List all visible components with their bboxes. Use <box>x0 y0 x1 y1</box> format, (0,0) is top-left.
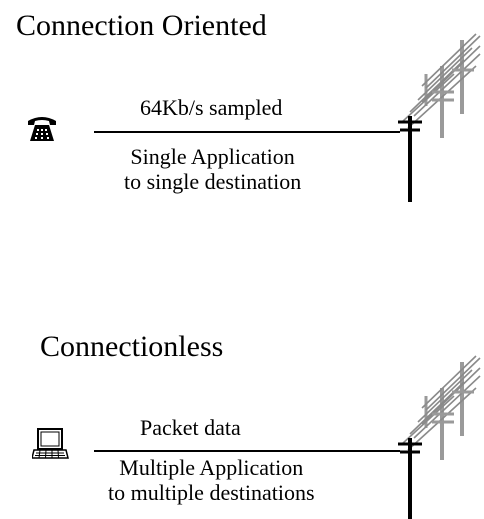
connectionless-heading: Connectionless <box>40 330 224 363</box>
telephone-pole-icon <box>398 33 481 202</box>
computer-icon <box>32 428 69 459</box>
packet-label: Packet data <box>140 415 241 440</box>
connectionless-line <box>94 450 400 452</box>
connection-line <box>94 131 400 133</box>
connectionless-description-line-1: Multiple Application <box>119 455 304 480</box>
connectionless-description: Multiple Application to multiple destina… <box>108 455 315 505</box>
description-line-2: to single destination <box>124 168 302 194</box>
line-label: 64Kb/s sampled <box>140 95 283 120</box>
connection-oriented-panel: Connection Oriented 64Kb/s sampled Singl… <box>0 0 484 230</box>
telephone-pole-icon <box>398 355 481 519</box>
connection-oriented-heading: Connection Oriented <box>16 9 267 42</box>
description-label: Single Application to single destination <box>124 144 302 194</box>
telephone-icon <box>28 117 56 141</box>
description-line-1: Single Application <box>130 144 295 169</box>
connectionless-description-line-2: to multiple destinations <box>108 479 315 505</box>
